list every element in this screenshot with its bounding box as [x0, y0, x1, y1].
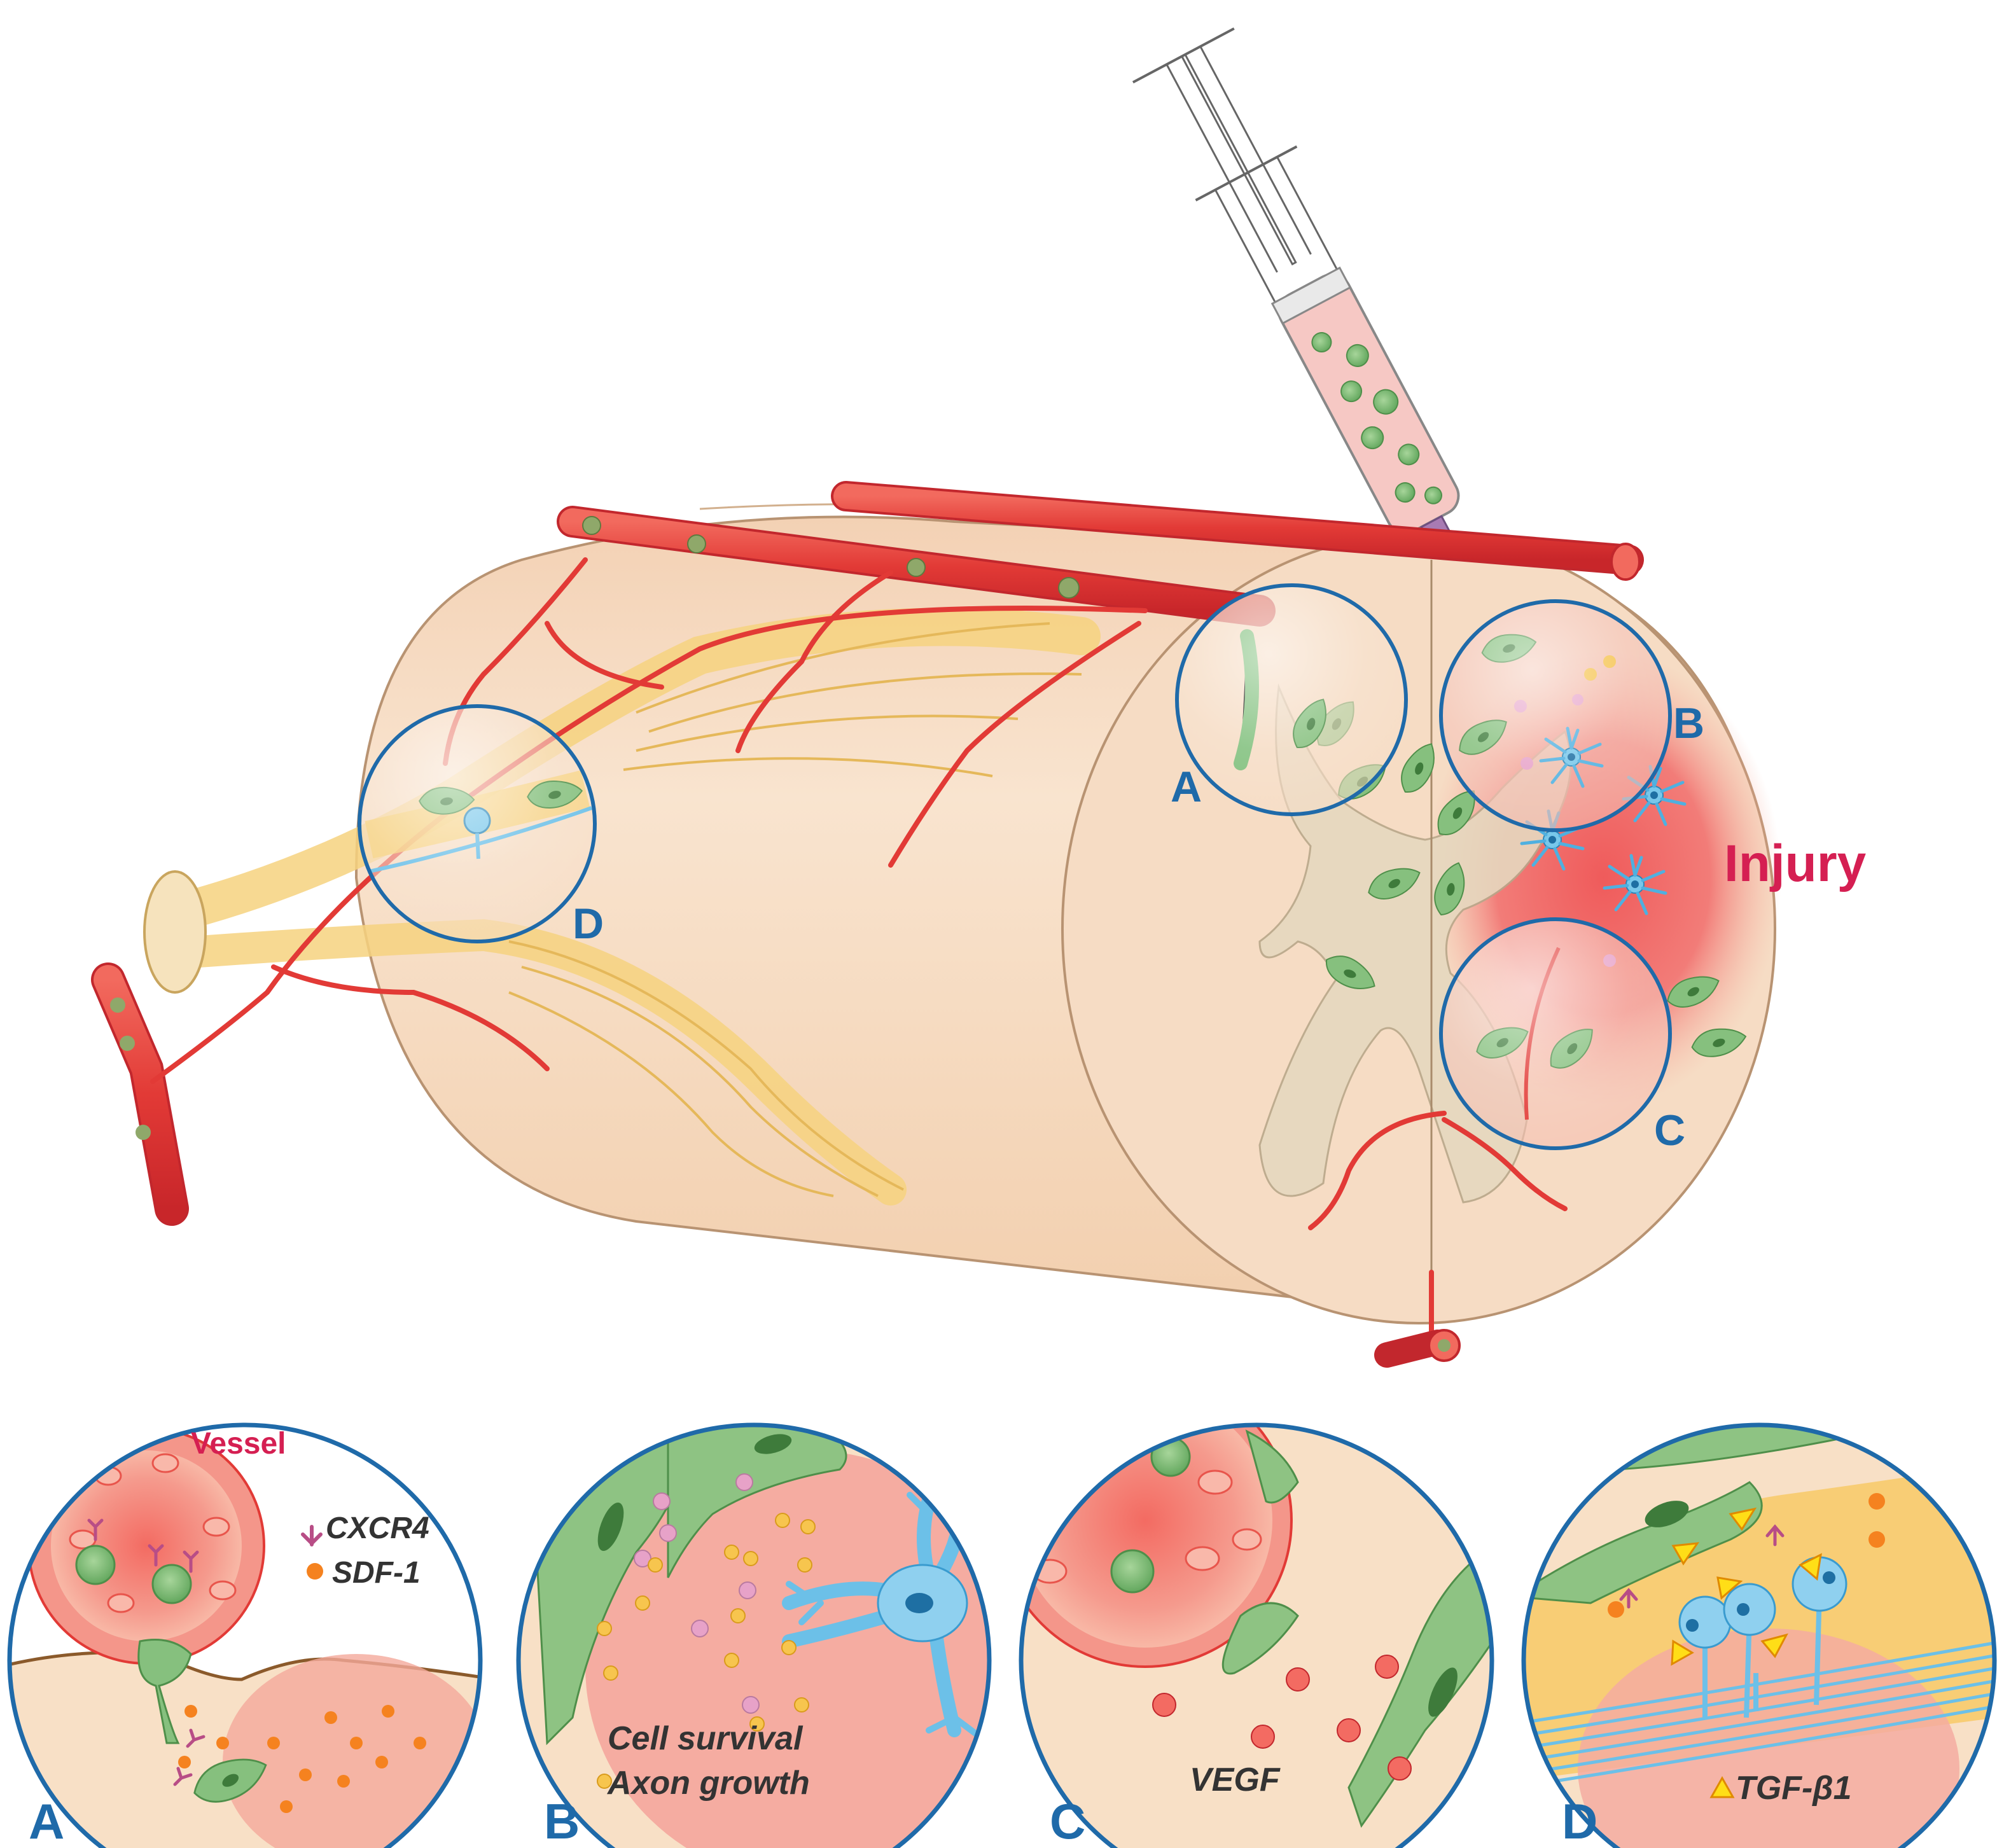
- panel-c: VEGF C: [1019, 1422, 1494, 1848]
- panel-c-caption: VEGF: [1190, 1761, 1281, 1798]
- cxcr4-receptors: [87, 1518, 205, 1786]
- panel-b-caption-line2: Axon growth: [606, 1765, 810, 1802]
- panel-a-vessel-label: Vessel: [191, 1427, 286, 1461]
- panel-b: Cell survival Axon growth B: [516, 1422, 992, 1848]
- panel-a: Vessel CXCR4 SDF-1 A: [7, 1422, 483, 1848]
- panel-a-legend-sdf1: SDF-1: [332, 1556, 421, 1590]
- callout-d-label: D: [573, 900, 604, 948]
- neuron-cells-d: [1678, 1556, 1847, 1718]
- sdf1-legend-icon: [307, 1563, 323, 1580]
- callout-c-label: C: [1654, 1106, 1685, 1155]
- tgf-beta1-triangles: [1671, 1507, 1822, 1666]
- panel-a-letter: A: [29, 1793, 64, 1848]
- panel-c-letter: C: [1050, 1793, 1085, 1848]
- lens-d: [358, 704, 597, 943]
- axon-bundle: [1524, 1639, 1994, 1789]
- panel-b-letter: B: [544, 1793, 580, 1848]
- cxcr4-legend-icon: [301, 1525, 323, 1546]
- lens-c: [1439, 917, 1672, 1150]
- panel-a-legend-cxcr4: CXCR4: [326, 1511, 429, 1545]
- syringe-cells: [1311, 332, 1442, 504]
- panel-b-caption-line1: Cell survival: [608, 1720, 804, 1757]
- tgf-legend-icon: [1709, 1775, 1735, 1798]
- panel-d-legend-tgf: TGF-β1: [1736, 1770, 1851, 1807]
- yellow-dots: [597, 1513, 816, 1789]
- injury-label: Injury: [1724, 835, 1867, 893]
- sdf1-dots: [178, 1705, 426, 1813]
- lens-b: [1439, 599, 1672, 832]
- callout-a-label: A: [1171, 763, 1202, 811]
- panel-d: TGF-β1 D: [1521, 1422, 1997, 1848]
- pink-dots: [634, 1473, 760, 1714]
- lens-a: [1175, 583, 1408, 816]
- vegf-dots: [1152, 1655, 1412, 1781]
- callout-b-label: B: [1673, 699, 1704, 747]
- panel-d-letter: D: [1562, 1793, 1597, 1848]
